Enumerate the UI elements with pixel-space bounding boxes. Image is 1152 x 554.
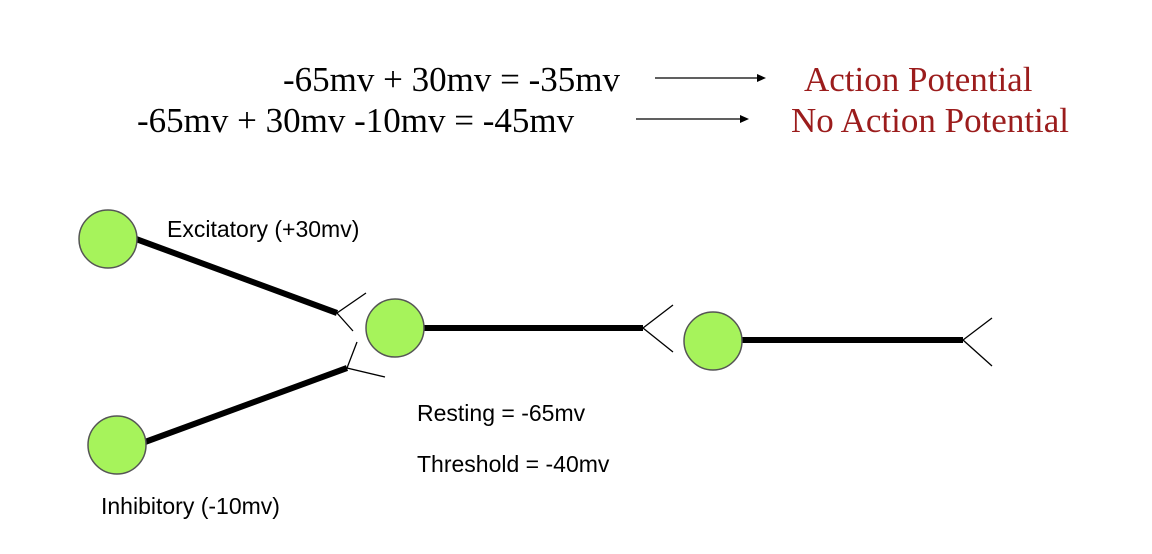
equation-1-expression: -65mv + 30mv = -35mv <box>283 60 620 99</box>
equation-1-result: Action Potential <box>804 60 1033 99</box>
inhibitory-neuron <box>87 415 147 475</box>
equation-1-arrow <box>655 74 766 82</box>
inhibitory-label: Inhibitory (-10mv) <box>101 493 280 519</box>
equation-2-expression: -65mv + 30mv -10mv = -45mv <box>137 101 575 140</box>
threshold-label: Threshold = -40mv <box>417 451 610 477</box>
downstream-neuron <box>683 311 743 371</box>
excitatory-synapse-terminal <box>336 292 367 332</box>
excitatory-neuron <box>78 209 138 269</box>
equation-2-arrow <box>636 115 749 123</box>
middle-synapse-terminal <box>641 304 674 353</box>
excitatory-axon <box>134 236 339 316</box>
postsynaptic-neuron <box>365 298 425 358</box>
right-synapse-terminal <box>961 317 993 367</box>
resting-potential-label: Resting = -65mv <box>417 400 586 426</box>
equation-2-result: No Action Potential <box>791 101 1070 140</box>
inhibitory-axon <box>143 365 349 445</box>
inhibitory-synapse-terminal <box>346 341 386 378</box>
excitatory-label: Excitatory (+30mv) <box>167 216 360 242</box>
